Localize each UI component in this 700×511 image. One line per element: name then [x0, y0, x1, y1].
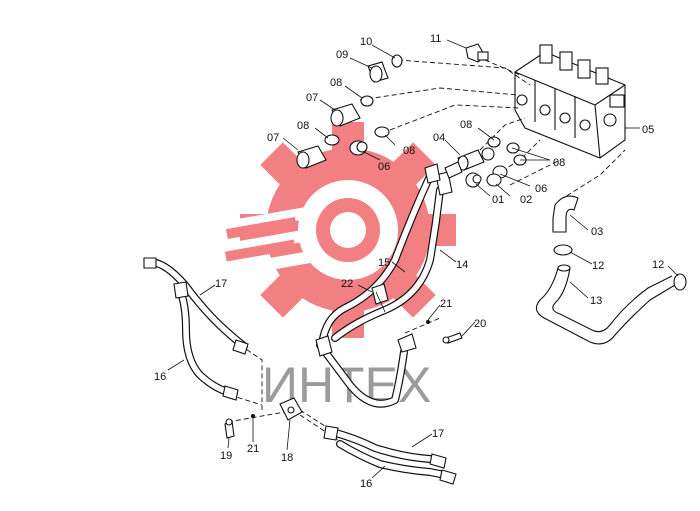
callout-21: 21	[247, 443, 259, 455]
suction-hose-13	[535, 264, 676, 345]
fitting-07-lower	[296, 145, 327, 169]
callout-14: 14	[456, 259, 468, 271]
callout-06: 06	[535, 183, 547, 195]
bracket-22	[371, 283, 389, 313]
washer-21-upper	[426, 320, 430, 324]
elbow-11	[465, 43, 489, 63]
callout-08: 08	[553, 157, 565, 169]
hose-17-lower	[323, 425, 447, 469]
callout-04: 04	[433, 132, 445, 144]
callout-03: 03	[591, 226, 603, 238]
lower-pipe	[315, 333, 417, 408]
callout-11: 11	[430, 33, 441, 45]
callout-16: 16	[154, 371, 166, 383]
callout-02: 02	[520, 194, 532, 206]
washers-08-right	[487, 136, 527, 166]
leader-lines	[167, 39, 679, 479]
callout-16: 16	[360, 478, 372, 490]
fitting-06-upper	[349, 140, 368, 156]
hose-17-upper	[143, 257, 249, 355]
callout-12: 12	[652, 259, 664, 271]
callout-08: 08	[403, 145, 415, 157]
clamp-12-left	[553, 244, 573, 256]
callout-09: 09	[336, 49, 348, 61]
hose-16-lower	[336, 440, 457, 485]
bolt-20	[442, 332, 463, 344]
washer-08-upper	[360, 95, 374, 107]
block-18	[279, 397, 303, 421]
callout-01: 01	[492, 194, 504, 206]
washer-21-lower	[251, 414, 255, 418]
watermark-gear-icon	[204, 122, 456, 338]
callout-22: 22	[341, 278, 353, 290]
callout-15: 15	[378, 257, 390, 269]
callout-07: 07	[306, 92, 318, 104]
callout-17: 17	[215, 278, 227, 290]
callout-10: 10	[360, 36, 372, 48]
callout-08: 08	[460, 119, 472, 131]
fitting-09	[367, 61, 389, 83]
hose-end-fittings	[424, 161, 463, 196]
bolt-19	[224, 418, 235, 439]
callout-13: 13	[590, 295, 602, 307]
elbow-03	[552, 195, 579, 233]
clamp-12-right	[673, 273, 687, 291]
callout-05: 05	[642, 124, 654, 136]
fitting-02	[486, 173, 502, 187]
control-valve-block	[514, 44, 626, 159]
callout-06: 06	[378, 161, 390, 173]
callout-07: 07	[267, 132, 279, 144]
callout-17: 17	[432, 428, 444, 440]
callout-labels: 10 11 09 08 07 08 07 08 06 04 08 08 05 0…	[154, 33, 664, 490]
fitting-04	[457, 147, 495, 171]
hose-16-upper	[173, 281, 239, 401]
callout-18: 18	[281, 452, 293, 464]
callout-20: 20	[474, 318, 486, 330]
callout-19: 19	[220, 450, 232, 462]
fitting-01	[465, 172, 482, 188]
hose-14	[331, 186, 444, 342]
callout-12: 12	[592, 260, 604, 272]
hose-15	[318, 172, 434, 349]
callout-21: 21	[440, 298, 452, 310]
washer-08-mid	[374, 126, 390, 138]
fitting-07-upper	[330, 103, 361, 127]
washer-08-left	[324, 134, 340, 146]
callout-08: 08	[297, 120, 309, 132]
callout-08: 08	[330, 77, 342, 89]
